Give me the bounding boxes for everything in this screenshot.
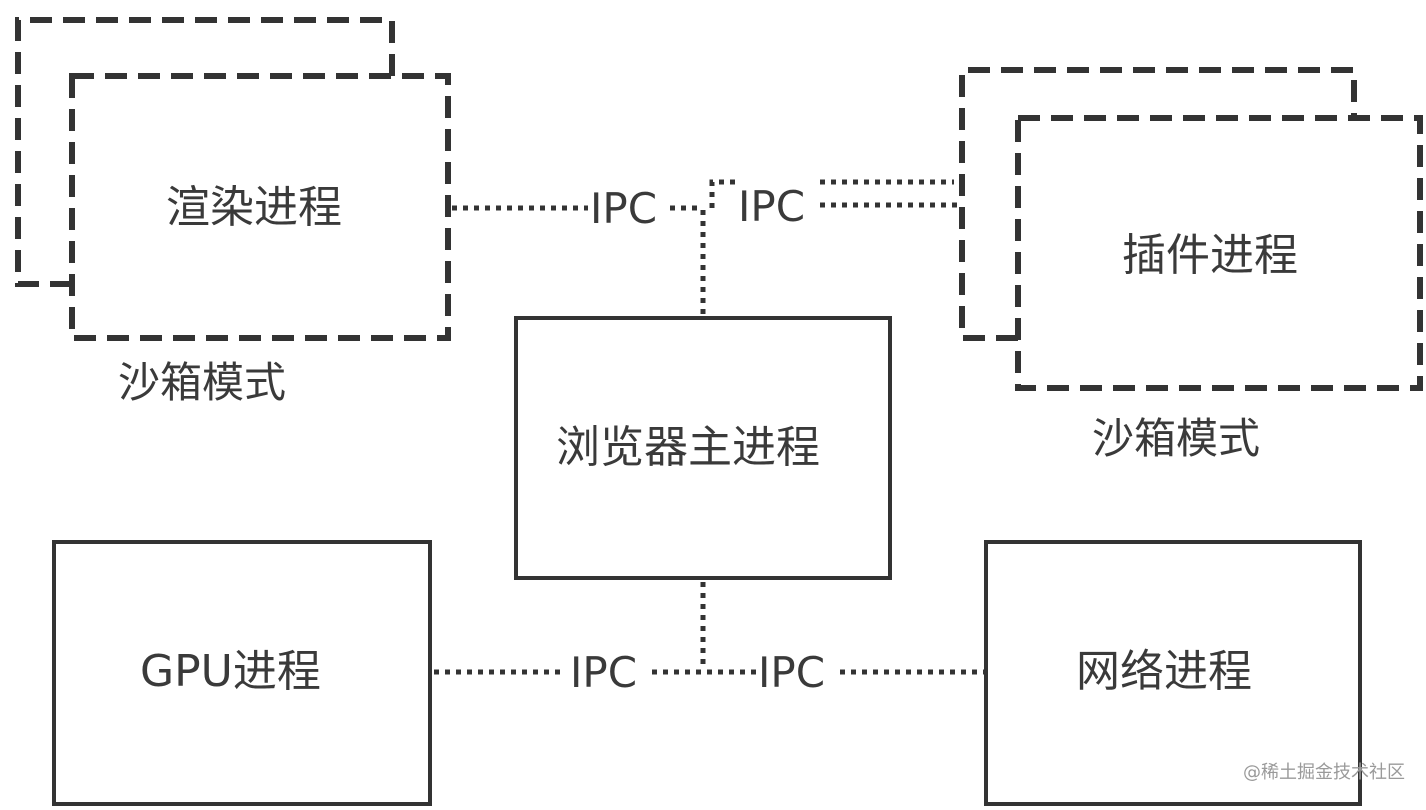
renderer-process-label: 渲染进程	[166, 182, 342, 233]
ipc-label-network: IPC	[758, 648, 826, 697]
renderer-sandbox-caption: 沙箱模式	[118, 358, 287, 407]
plugin-branch-vertical	[709, 179, 735, 208]
watermark-text: @稀土掘金技术社区	[1243, 762, 1405, 783]
plugin-process-box	[1015, 115, 1423, 391]
plugin-process-label: 插件进程	[1122, 230, 1298, 281]
browser-main-process-label: 浏览器主进程	[556, 422, 820, 473]
network-process-label: 网络进程	[1076, 646, 1252, 697]
plugin-back-frame	[959, 67, 1357, 341]
renderer-back-frame	[15, 17, 395, 287]
ipc-label-gpu: IPC	[570, 648, 638, 697]
gpu-process-label: GPU进程	[140, 646, 321, 697]
plugin-sandbox-caption: 沙箱模式	[1092, 414, 1261, 463]
browser-main-process-box	[514, 316, 892, 580]
gpu-process-box	[52, 540, 432, 806]
network-process-box	[984, 540, 1362, 806]
renderer-process-box	[69, 73, 451, 341]
ipc-label-renderer: IPC	[590, 184, 658, 233]
ipc-label-plugin: IPC	[738, 182, 806, 231]
